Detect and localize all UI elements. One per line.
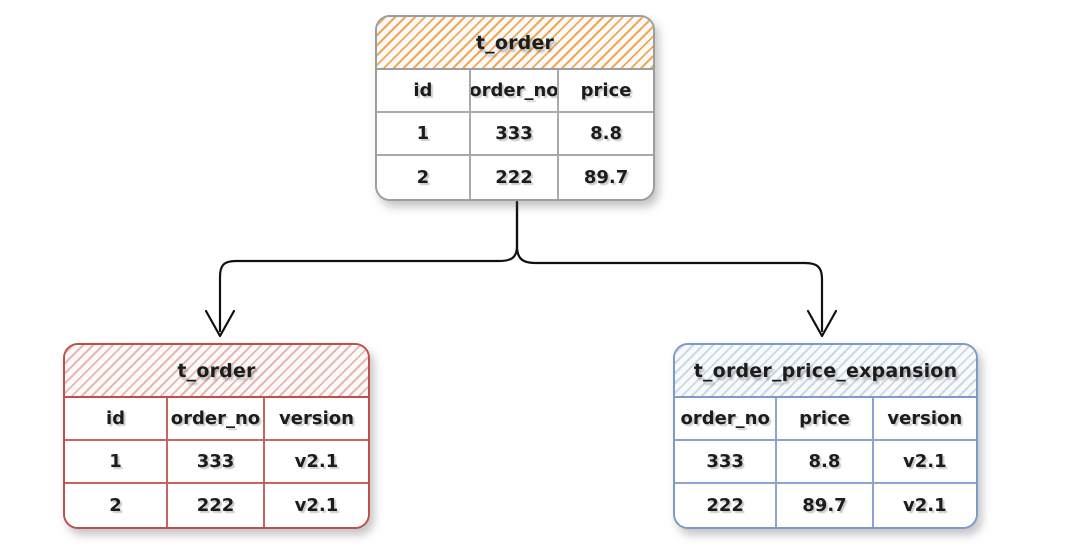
table-cell: 222 <box>168 484 265 527</box>
connector-left-branch <box>218 200 519 333</box>
column-header: version <box>873 398 976 441</box>
table-header-band: t_order_price_expansion <box>675 345 976 398</box>
table-grid: id order_no version 1 333 v2.1 2 222 v2.… <box>65 398 368 527</box>
table-cell: 333 <box>675 441 778 484</box>
column-header: price <box>559 70 653 113</box>
column-header: order_no <box>168 398 265 441</box>
table-cell: 333 <box>470 113 560 156</box>
arrowhead-right-icon <box>806 309 838 338</box>
table-title: t_order <box>177 359 256 382</box>
table-card-sharded-t-order: t_order id order_no version 1 333 v2.1 2… <box>63 343 370 529</box>
table-card-source-t-order: t_order id order_no price 1 333 8.8 2 22… <box>375 15 655 201</box>
table-cell: 89.7 <box>559 156 653 199</box>
table-cell: v2.1 <box>264 441 368 484</box>
table-cell: 333 <box>168 441 265 484</box>
column-header: version <box>264 398 368 441</box>
table-cell: v2.1 <box>873 441 976 484</box>
table-cell: 2 <box>65 484 169 527</box>
table-grid: id order_no price 1 333 8.8 2 222 89.7 <box>377 70 653 199</box>
table-cell: v2.1 <box>264 484 368 527</box>
table-card-t-order-price-expansion: t_order_price_expansion order_no price v… <box>673 343 978 529</box>
column-header: id <box>377 70 471 113</box>
table-title: t_order_price_expansion <box>693 359 958 382</box>
column-header: price <box>777 398 874 441</box>
table-cell: 1 <box>377 113 471 156</box>
table-cell: 8.8 <box>559 113 653 156</box>
table-cell: 89.7 <box>777 484 874 527</box>
table-cell: 2 <box>377 156 471 199</box>
column-header: id <box>65 398 169 441</box>
table-cell: 8.8 <box>777 441 874 484</box>
table-cell: v2.1 <box>873 484 976 527</box>
connector-right-branch <box>515 200 824 333</box>
table-cell: 1 <box>65 441 169 484</box>
table-cell: 222 <box>675 484 778 527</box>
column-header: order_no <box>675 398 778 441</box>
table-cell: 222 <box>470 156 560 199</box>
table-header-band: t_order <box>377 17 653 70</box>
table-header-band: t_order <box>65 345 368 398</box>
column-header: order_no <box>470 70 560 113</box>
arrowhead-left-icon <box>204 309 236 338</box>
table-title: t_order <box>475 31 555 54</box>
table-grid: order_no price version 333 8.8 v2.1 222 … <box>675 398 976 527</box>
